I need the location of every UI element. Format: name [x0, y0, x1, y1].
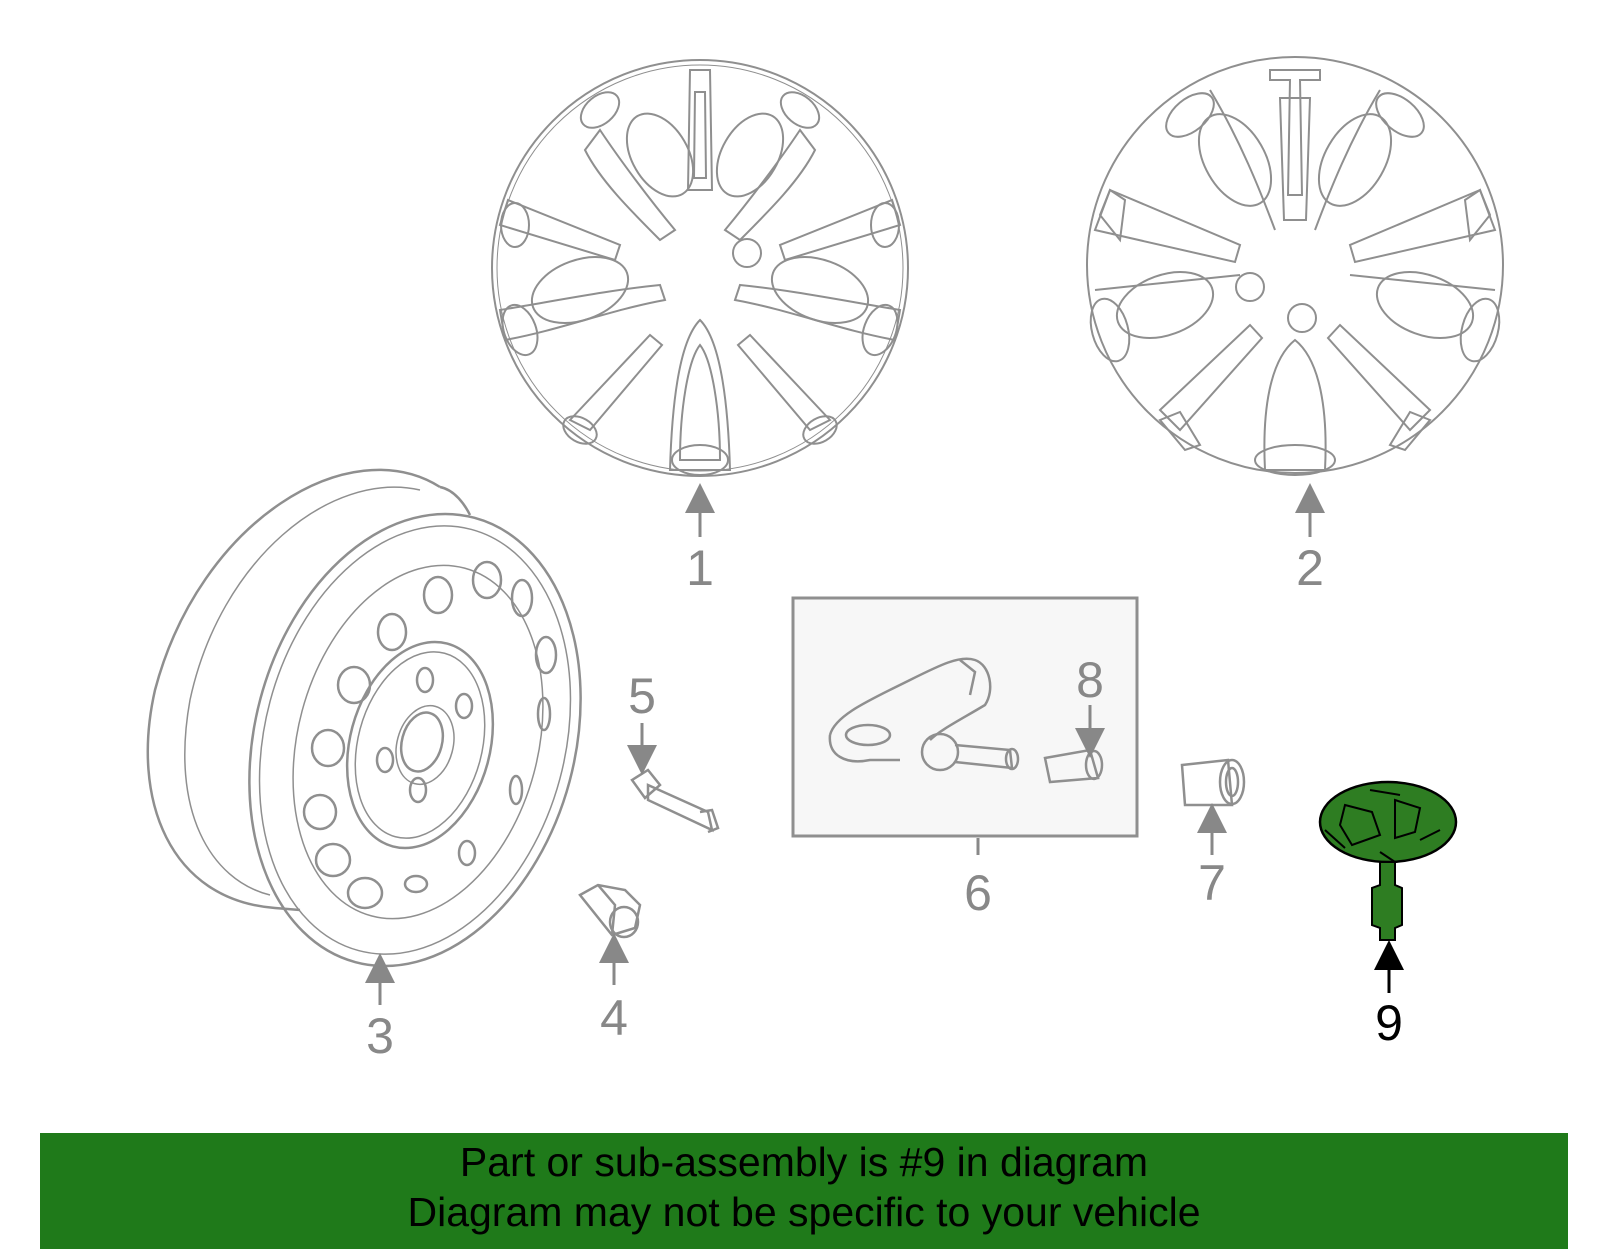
tpms-sensor-part-6[interactable] [791, 596, 1139, 838]
valve-cap-part-7[interactable] [1180, 758, 1246, 807]
callout-2[interactable]: 2 [1296, 540, 1324, 596]
wheel-part-2[interactable] [1084, 56, 1505, 476]
wheel-part-1[interactable] [491, 59, 909, 477]
banner-line-1: Part or sub-assembly is #9 in diagram [459, 1139, 1149, 1185]
info-banner: Part or sub-assembly is #9 in diagram Di… [40, 1133, 1568, 1249]
lug-nut-part-4[interactable] [578, 883, 642, 939]
callout-9[interactable]: 9 [1375, 995, 1403, 1051]
callout-1[interactable]: 1 [686, 540, 714, 596]
callout-4[interactable]: 4 [600, 990, 628, 1046]
callout-6[interactable]: 6 [964, 865, 992, 921]
callout-5[interactable]: 5 [628, 668, 656, 724]
banner-line-2: Diagram may not be specific to your vehi… [407, 1189, 1201, 1235]
callout-8[interactable]: 8 [1076, 652, 1104, 708]
callout-7[interactable]: 7 [1198, 855, 1226, 911]
callout-3[interactable]: 3 [366, 1008, 394, 1064]
wheel-bolt-part-5[interactable] [630, 768, 720, 834]
wheel-cap-part-9[interactable] [1318, 780, 1458, 941]
steel-wheel-part-3[interactable] [146, 468, 629, 1004]
